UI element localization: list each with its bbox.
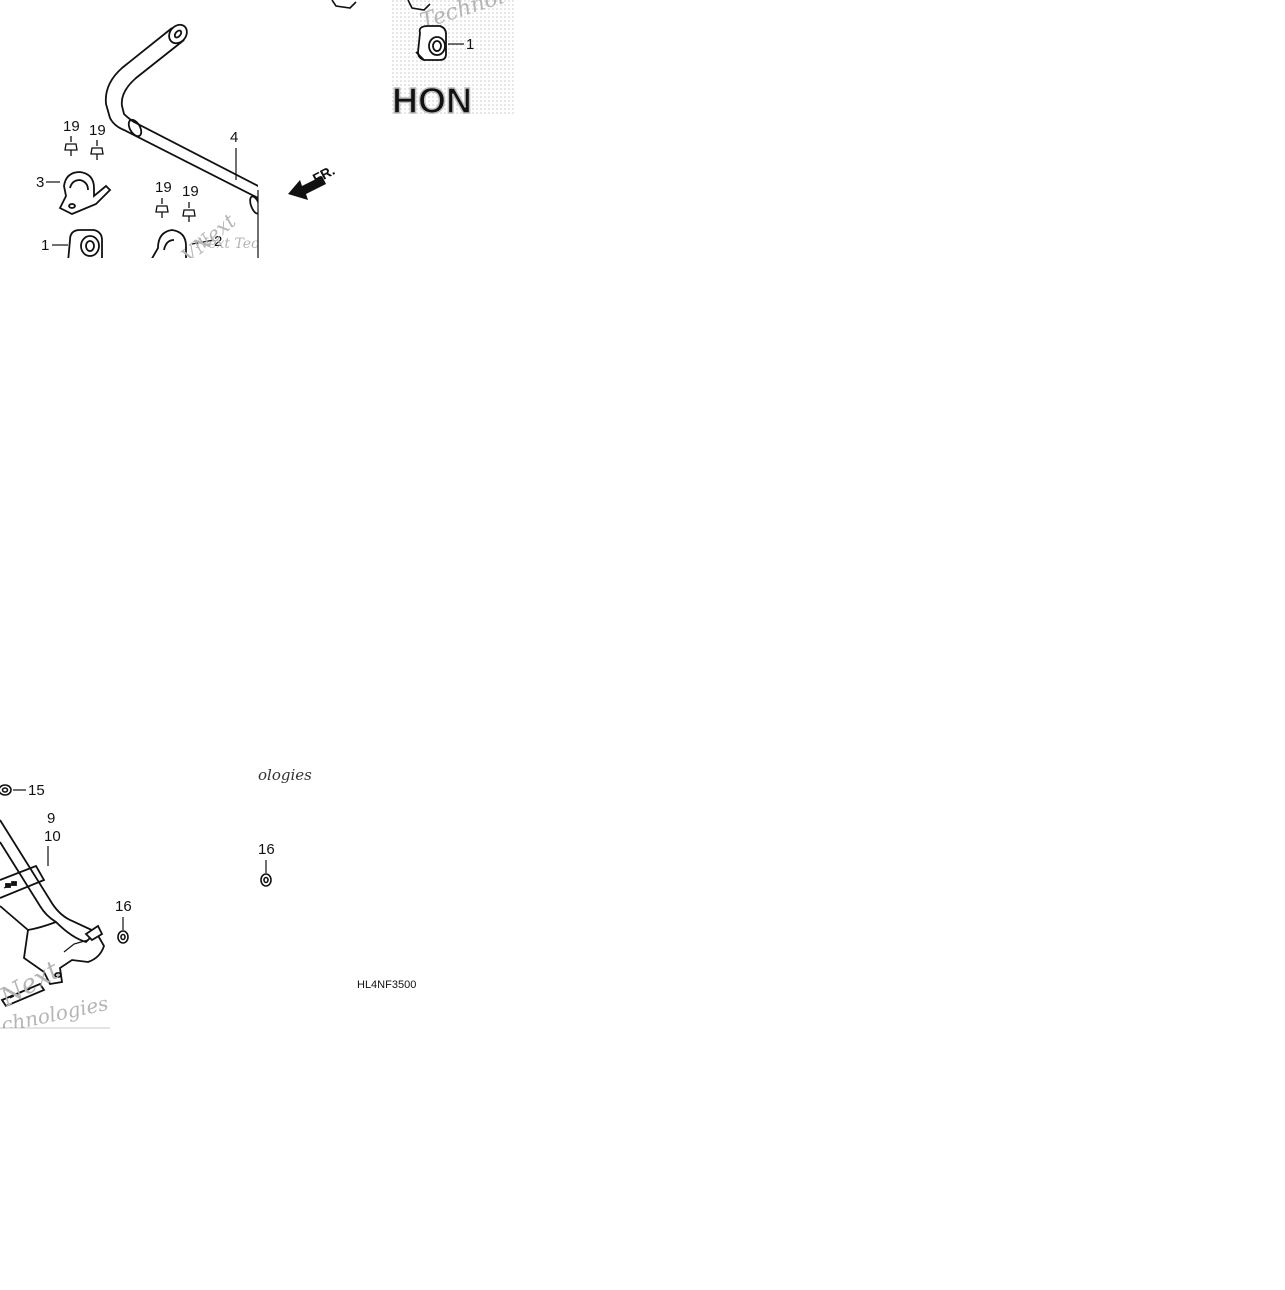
callout-16-a: 16 <box>115 898 132 915</box>
nut-part-16 <box>117 930 129 944</box>
callout-19-d: 19 <box>182 183 199 200</box>
honda-logo-watermark: Technol HON <box>390 0 514 122</box>
holder-part-3 <box>58 171 112 215</box>
watermark-text-mid: ologies <box>258 766 312 784</box>
stabilizer-bar-part-4 <box>104 23 258 215</box>
nut-part-16 <box>260 873 272 887</box>
nut-part-15 <box>0 784 12 796</box>
callout-3: 3 <box>36 174 44 191</box>
callout-9: 9 <box>47 810 55 827</box>
bolt-part-19 <box>64 136 78 156</box>
callout-15: 15 <box>28 782 45 799</box>
lower-arm-part-9-10 <box>0 819 105 1008</box>
callout-10: 10 <box>44 828 61 845</box>
callout-1-lower: 1 <box>41 237 49 254</box>
bolt-part-19 <box>155 198 169 218</box>
callout-16-b: 16 <box>258 841 275 858</box>
callout-2: 2 <box>214 233 222 250</box>
bolt-part-19 <box>182 202 196 222</box>
callout-19-c: 19 <box>155 179 172 196</box>
holder-part-2 <box>151 229 187 258</box>
callout-19-a: 19 <box>63 118 80 135</box>
partial-clamp-top <box>331 0 431 11</box>
callout-1-upper: 1 <box>466 36 474 53</box>
callout-19-b: 19 <box>89 122 106 139</box>
diagram-code: HL4NF3500 <box>357 979 416 991</box>
bushing-part-1-lower <box>67 229 103 258</box>
callout-4: 4 <box>230 129 238 146</box>
watermark-logo-text: HON <box>392 80 472 121</box>
bushing-part-1-upper <box>415 25 447 61</box>
front-direction-arrow: FR. <box>288 162 337 200</box>
watermark-text-top-b: Next Tech <box>195 236 268 252</box>
bolt-part-19 <box>90 140 104 160</box>
